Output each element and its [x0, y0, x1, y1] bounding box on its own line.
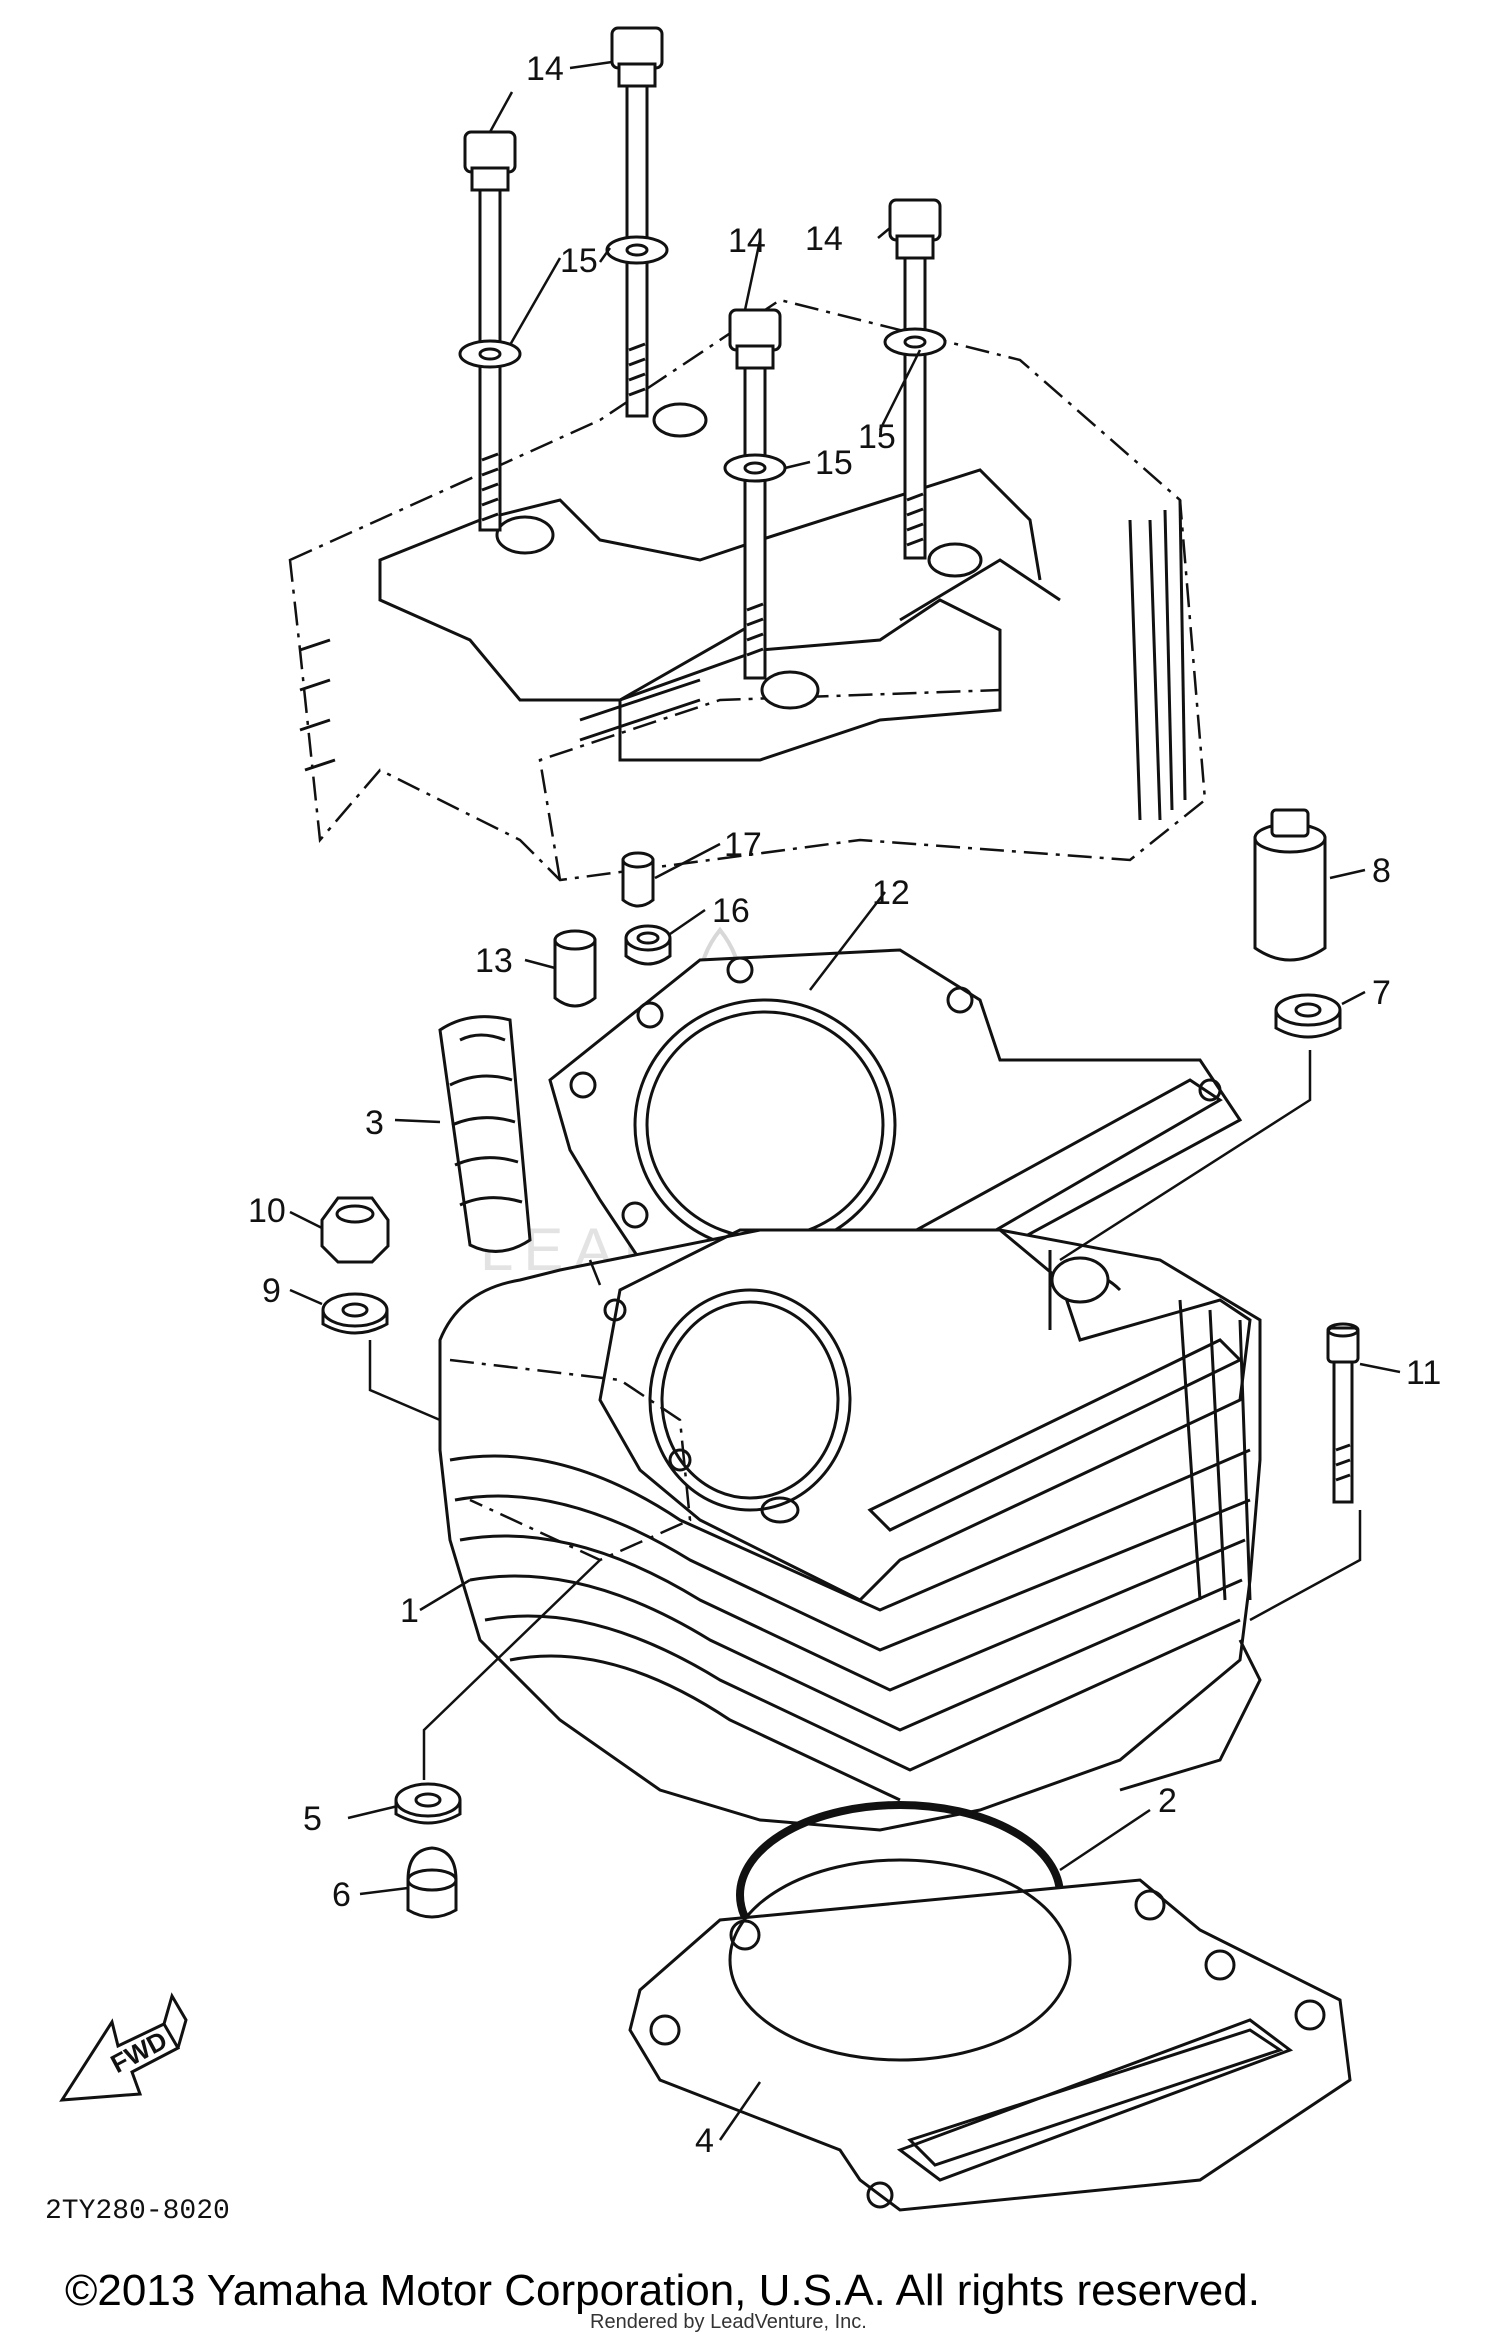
cylinder-1: [438, 1228, 1262, 1832]
head-bolt-washers: [458, 235, 947, 483]
callout-14-right: 14: [805, 220, 843, 258]
washer-5: [394, 1782, 462, 1825]
nut-10: [320, 1196, 390, 1264]
callout-2: 2: [1158, 1782, 1177, 1820]
head-bolt-rear-left: [610, 26, 664, 418]
washer-9: [321, 1292, 389, 1335]
head-bolt-front-right: [728, 308, 782, 680]
callout-1: 1: [400, 1592, 419, 1630]
render-credit: Rendered by LeadVenture, Inc.: [590, 2311, 867, 2332]
bolt-11: [1326, 1322, 1360, 1504]
callout-9: 9: [262, 1272, 281, 1310]
callout-4: 4: [695, 2122, 714, 2160]
callout-15-middle: 15: [815, 444, 853, 482]
callout-12: 12: [872, 874, 910, 912]
washer-7: [1274, 993, 1342, 1039]
callout-6: 6: [332, 1876, 351, 1914]
acorn-nut-6: [406, 1846, 458, 1919]
callout-5: 5: [303, 1800, 322, 1838]
cylinder-head-phantom: [288, 298, 1207, 882]
chain-guide-3: [438, 1015, 532, 1253]
head-bolt-front-left: [463, 130, 517, 532]
leader-lines: [289, 60, 1401, 2141]
callout-3: 3: [365, 1104, 384, 1142]
o-ring-16: [624, 924, 672, 966]
callout-13: 13: [475, 942, 513, 980]
callout-8: 8: [1372, 852, 1391, 890]
callout-labels: 1 2 3 4 5 6 7 8 9 10 11 12 13 14 14 14 1…: [248, 50, 1441, 2160]
callout-15-left: 15: [560, 242, 598, 280]
fwd-arrow-icon: FWD: [59, 1992, 188, 2102]
head-bolt-rear-right: [888, 198, 942, 560]
callout-14-left: 14: [526, 50, 564, 88]
callout-15-right: 15: [858, 418, 896, 456]
dowel-pin-13: [553, 929, 597, 1008]
callout-7: 7: [1372, 974, 1391, 1012]
copyright-notice: ©2013 Yamaha Motor Corporation, U.S.A. A…: [65, 2266, 1260, 2315]
dowel-pin-17: [621, 851, 655, 908]
diagram-code: 2TY280-8020: [45, 2196, 230, 2227]
callout-16: 16: [712, 892, 750, 930]
callout-14-middle: 14: [728, 222, 766, 260]
cylinder-base-gasket-4: [628, 1858, 1352, 2212]
oil-pipe-8: [1253, 808, 1327, 962]
callout-10: 10: [248, 1192, 286, 1230]
callout-11: 11: [1406, 1354, 1441, 1392]
callout-17: 17: [724, 826, 762, 864]
